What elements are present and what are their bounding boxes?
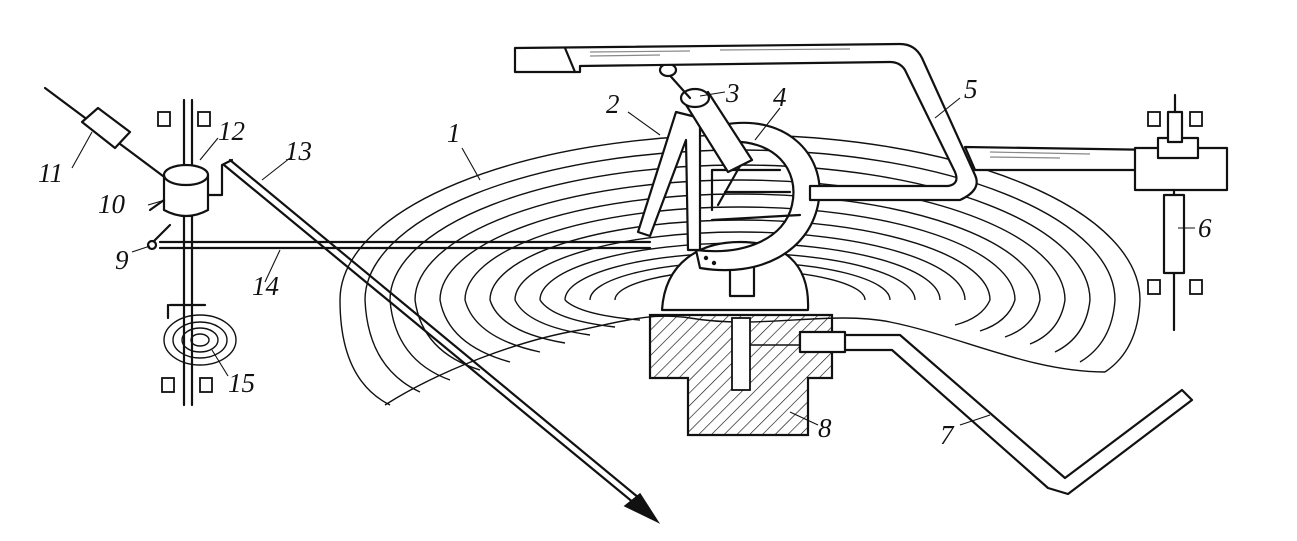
base-slot — [731, 317, 751, 391]
left-bearing-bottom — [161, 377, 213, 393]
label-12: 12 — [218, 116, 245, 146]
label-1: 1 — [447, 118, 461, 148]
tool-holder-end — [679, 87, 711, 109]
spiral-spring — [163, 303, 237, 366]
label-13: 13 — [285, 136, 312, 166]
label-15: 15 — [228, 368, 255, 398]
tube-coupling — [798, 330, 847, 354]
bent-tube — [798, 333, 1194, 496]
label-11: 11 — [38, 158, 63, 188]
diagonal-rod-2 — [228, 158, 647, 505]
hook-frame — [710, 168, 802, 222]
tool-needle — [716, 164, 742, 207]
collar-pin — [148, 198, 166, 212]
right-bearing-top — [1147, 111, 1203, 127]
support-arm — [636, 110, 702, 252]
hook-pin-2 — [711, 260, 717, 266]
lever-step — [563, 46, 577, 74]
left-collar — [162, 163, 210, 218]
right-bearing-bottom — [1147, 279, 1203, 295]
hook-pin-1 — [703, 255, 709, 261]
right-slider — [1133, 93, 1229, 332]
label-3: 3 — [725, 78, 740, 108]
right-bar-shading — [989, 151, 1091, 159]
label-8: 8 — [818, 413, 832, 443]
lever-bracket — [513, 42, 978, 202]
label-2: 2 — [606, 89, 620, 119]
arrow-head — [623, 492, 661, 524]
left-rod-sleeve — [80, 106, 132, 150]
spiral-arcs-lower — [339, 299, 1141, 406]
right-bar — [963, 145, 1162, 172]
label-14: 14 — [252, 271, 279, 301]
curved-hook — [694, 121, 821, 272]
label-7: 7 — [940, 420, 955, 450]
pivot-point — [146, 239, 158, 251]
label-4: 4 — [773, 82, 787, 112]
spiral-arcs-upper — [339, 134, 1141, 301]
callout-lines — [71, 91, 1195, 426]
label-6: 6 — [1198, 213, 1212, 243]
collar-link — [206, 158, 234, 197]
label-5: 5 — [964, 74, 978, 104]
lever-shading — [589, 48, 851, 57]
left-bearing-top — [157, 111, 211, 127]
label-9: 9 — [115, 245, 129, 275]
diagonal-rod — [222, 163, 642, 510]
label-10: 10 — [98, 189, 126, 219]
